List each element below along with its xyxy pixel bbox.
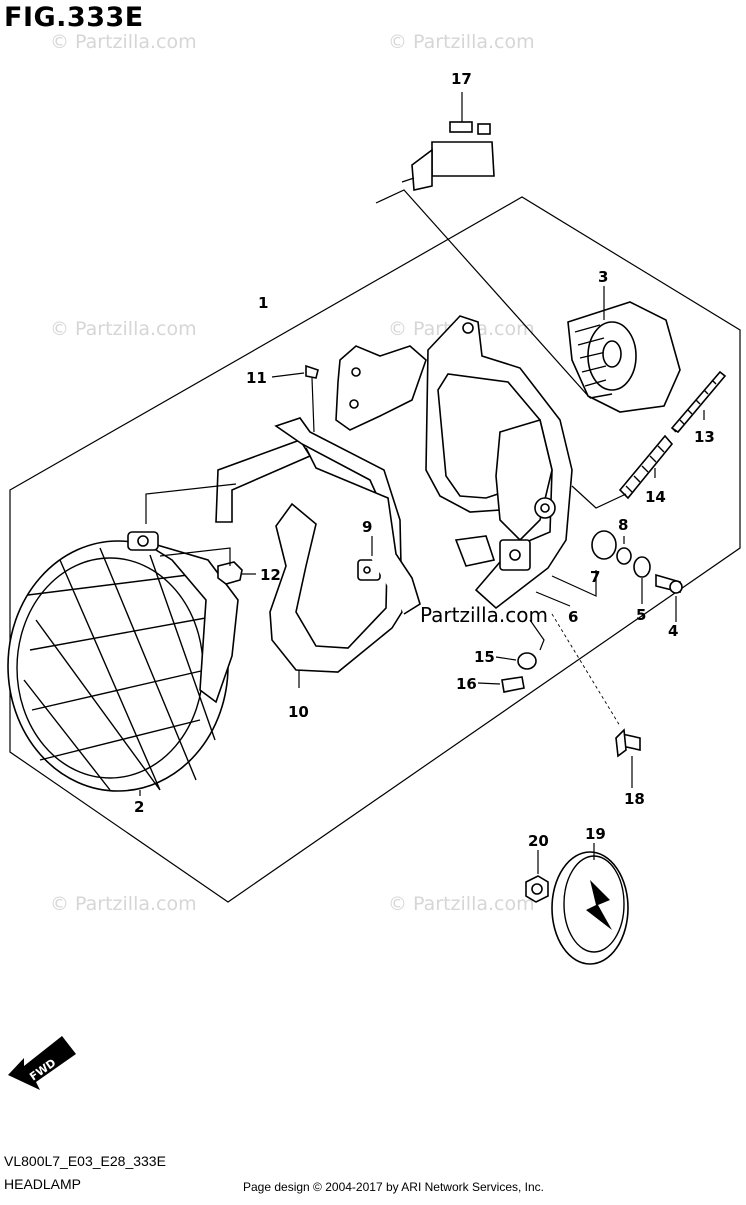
bulb-part xyxy=(401,92,495,191)
callout-3: 3 xyxy=(598,268,608,286)
upper-bracket xyxy=(335,345,427,431)
callout-14: 14 xyxy=(645,488,666,506)
watermark-center: Partzilla.com xyxy=(420,603,548,627)
callout-16: 16 xyxy=(456,675,477,693)
copyright-notice: Page design © 2004-2017 by ARI Network S… xyxy=(243,1180,545,1194)
callout-9: 9 xyxy=(362,518,372,536)
callout-4: 4 xyxy=(668,622,678,640)
callout-11: 11 xyxy=(246,369,267,387)
callout-2: 2 xyxy=(134,798,144,816)
callout-10: 10 xyxy=(288,703,309,721)
watermark-6: © Partzilla.com xyxy=(388,893,535,915)
callout-19: 19 xyxy=(585,825,606,843)
housing-frame xyxy=(425,315,573,610)
callout-6: 6 xyxy=(568,608,578,626)
callout-7: 7 xyxy=(590,568,600,586)
callout-13: 13 xyxy=(694,428,715,446)
screw-11 xyxy=(271,364,319,433)
callout-20: 20 xyxy=(528,832,549,850)
leader-headlamp-bracket xyxy=(145,483,237,524)
callout-5: 5 xyxy=(636,606,646,624)
section-name: HEADLAMP xyxy=(4,1176,82,1192)
collar-bushing xyxy=(477,619,545,693)
callout-1: 1 xyxy=(258,294,268,312)
callout-18: 18 xyxy=(624,790,645,808)
figure-code: VL800L7_E03_E28_333E xyxy=(4,1153,166,1169)
bulb-leader-lines xyxy=(375,189,591,399)
figure-title: FIG.333E xyxy=(4,2,144,33)
callout-15: 15 xyxy=(474,648,495,666)
fwd-arrow: FWD xyxy=(8,1036,76,1090)
callout-labels: 1 2 3 4 5 6 7 8 9 10 11 12 13 14 15 16 1… xyxy=(134,70,715,850)
nut-12 xyxy=(159,547,256,585)
callout-8: 8 xyxy=(618,516,628,534)
adjust-screw-spring xyxy=(571,370,727,509)
callout-17: 17 xyxy=(451,70,472,88)
callout-12: 12 xyxy=(260,566,281,584)
nut-20 xyxy=(525,850,549,903)
headlamp-unit xyxy=(7,531,239,796)
assembly-outline xyxy=(9,196,741,903)
lens-19 xyxy=(551,843,629,965)
watermark-5: © Partzilla.com xyxy=(50,893,197,915)
watermark-3: © Partzilla.com xyxy=(50,318,197,340)
rim-ring xyxy=(567,286,681,413)
bolt-part xyxy=(551,613,641,788)
watermark-1: © Partzilla.com xyxy=(50,31,197,53)
small-hardware xyxy=(535,530,683,622)
mounting-bracket xyxy=(215,417,421,688)
watermark-2: © Partzilla.com xyxy=(388,31,535,53)
